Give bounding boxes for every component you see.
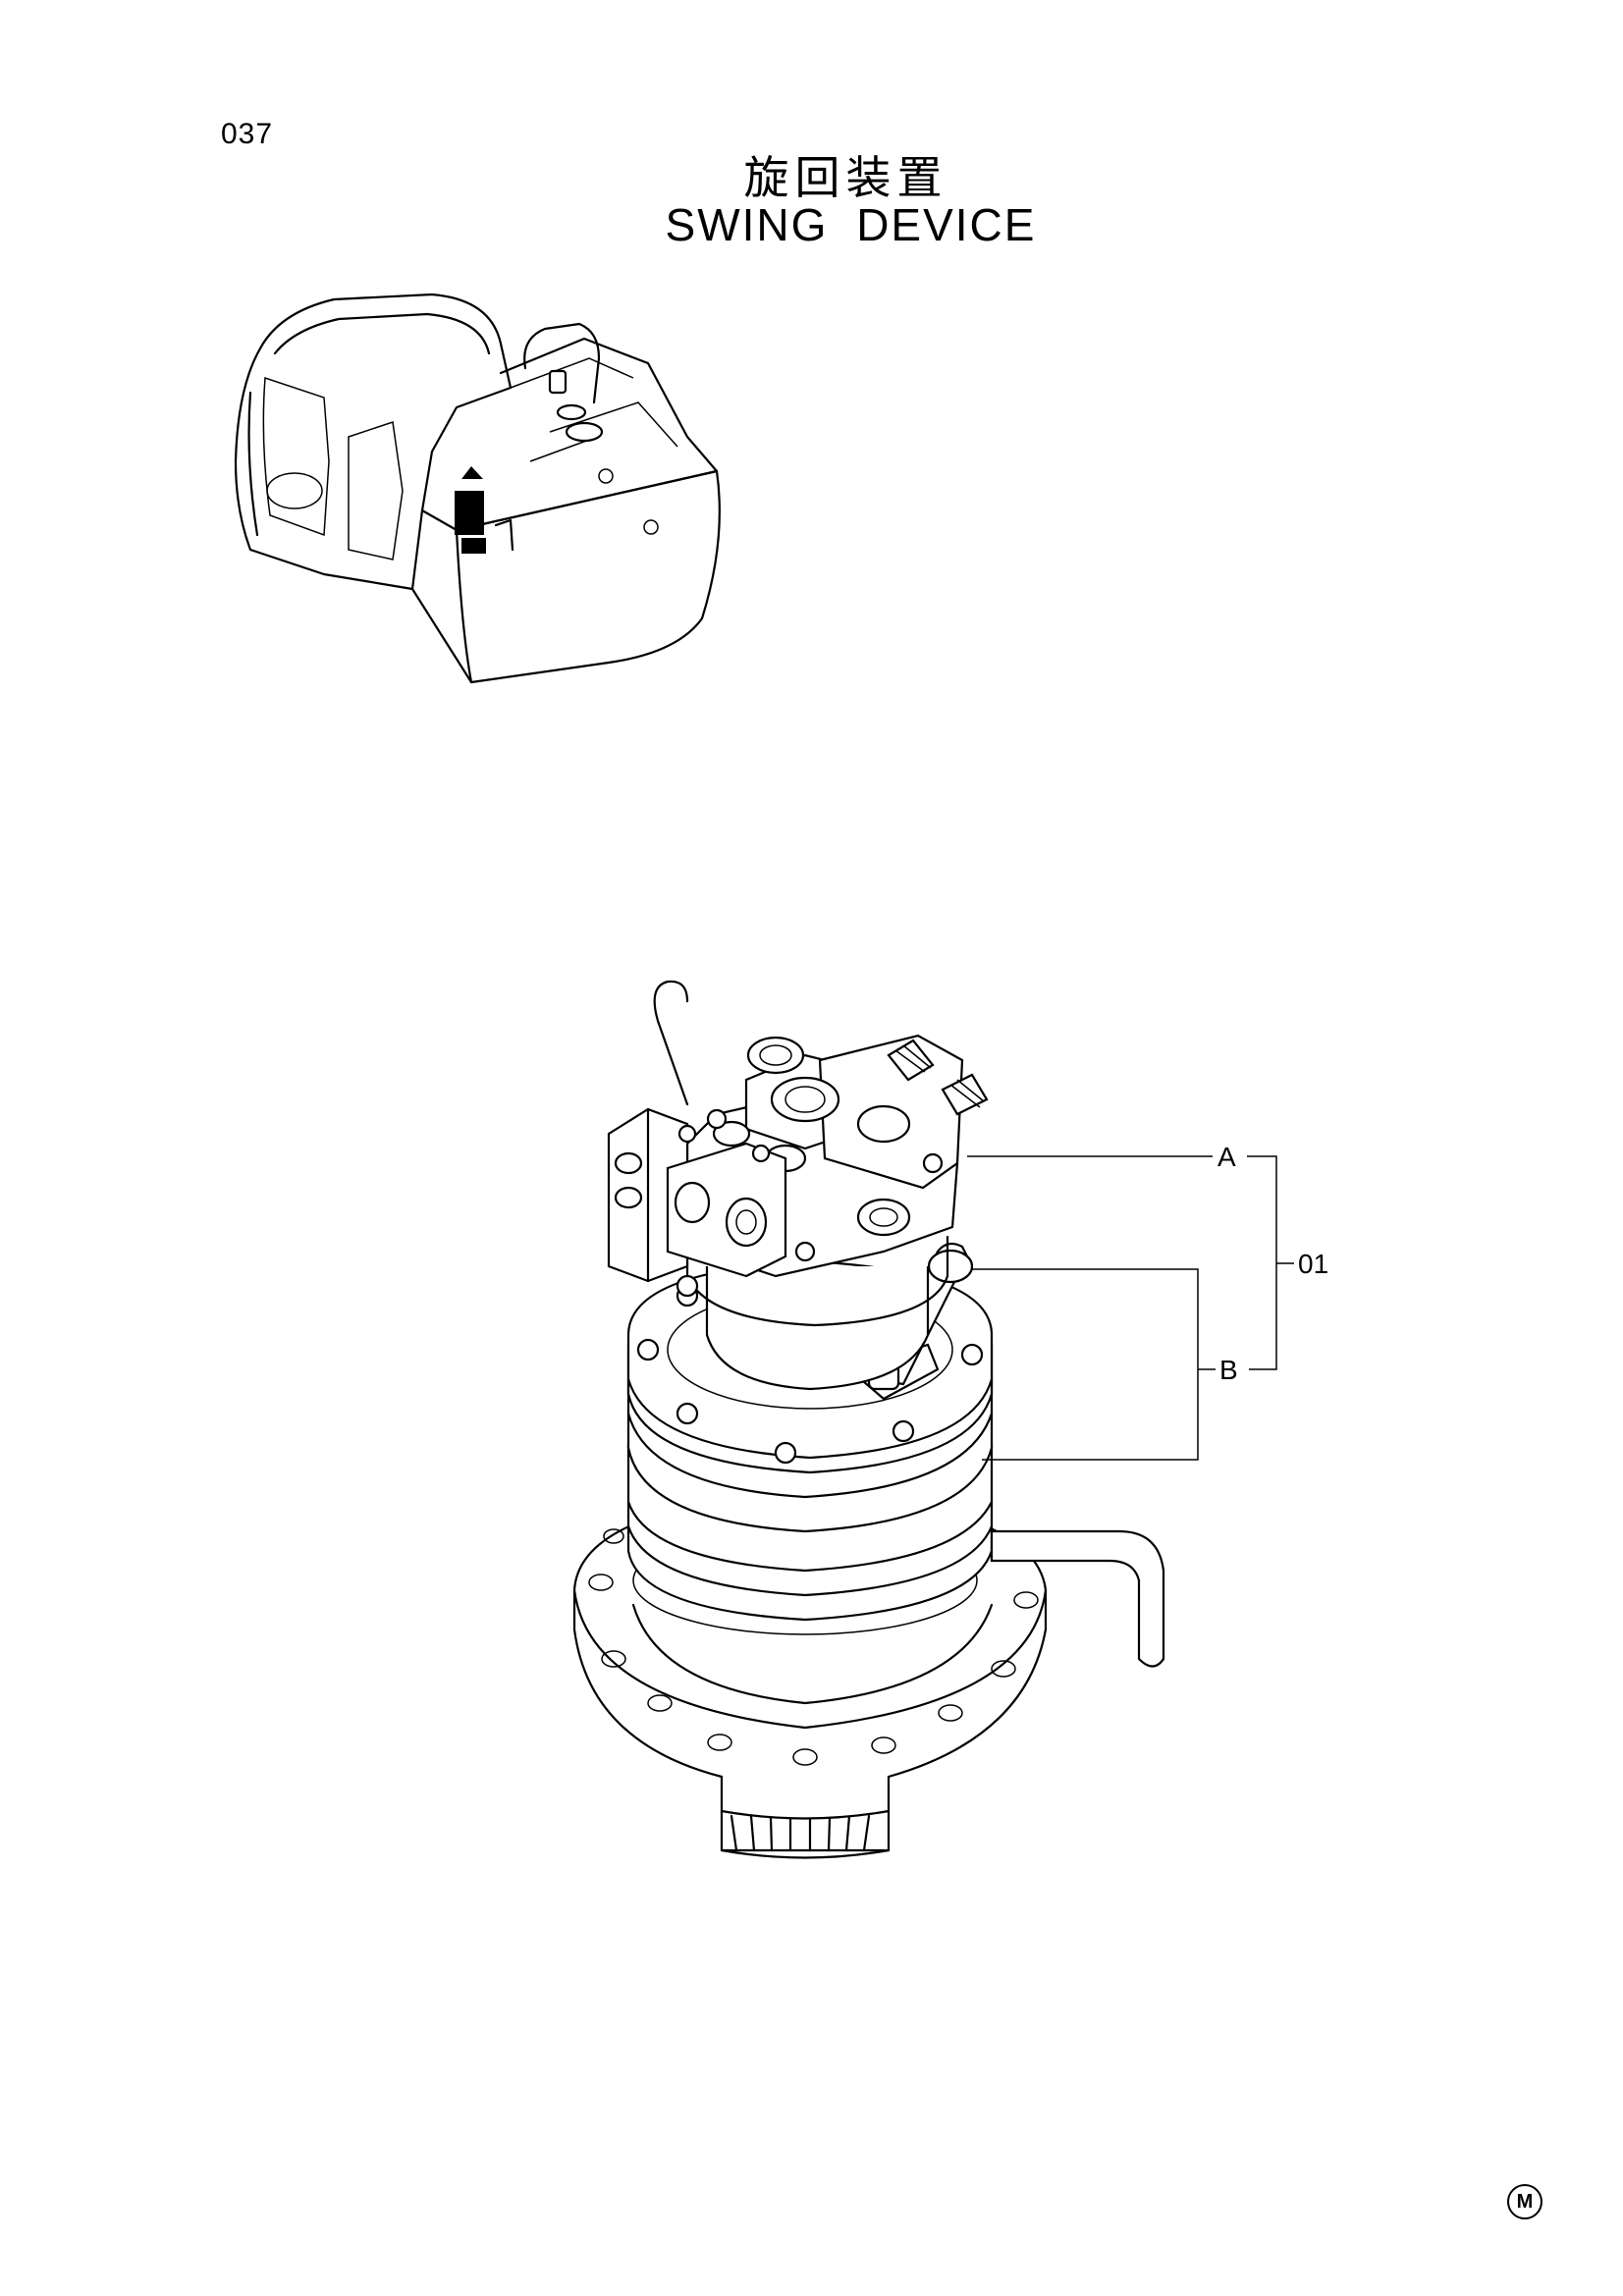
swing-motor-assembly (572, 980, 1165, 1859)
callout-label-assembly: 01 (1298, 1249, 1328, 1279)
page-title-english: SWING DEVICE (665, 199, 1037, 250)
excavator-body-outline (234, 293, 721, 684)
drain-pipe (990, 1529, 1165, 1668)
page-number: 037 (221, 118, 274, 150)
lifting-hook (653, 980, 689, 1106)
side-relief-blocks (607, 1107, 787, 1283)
corner-mark: M (1507, 2184, 1542, 2219)
page-title-japanese: 旋回装置 (743, 151, 948, 204)
hose-fittings (887, 1039, 989, 1116)
pinion-gear (720, 1809, 891, 1859)
callout-label-b: B (1219, 1355, 1238, 1385)
callout-label-a: A (1217, 1142, 1236, 1172)
callout-leaders (967, 1155, 1294, 1461)
motor-neck (676, 1235, 949, 1391)
